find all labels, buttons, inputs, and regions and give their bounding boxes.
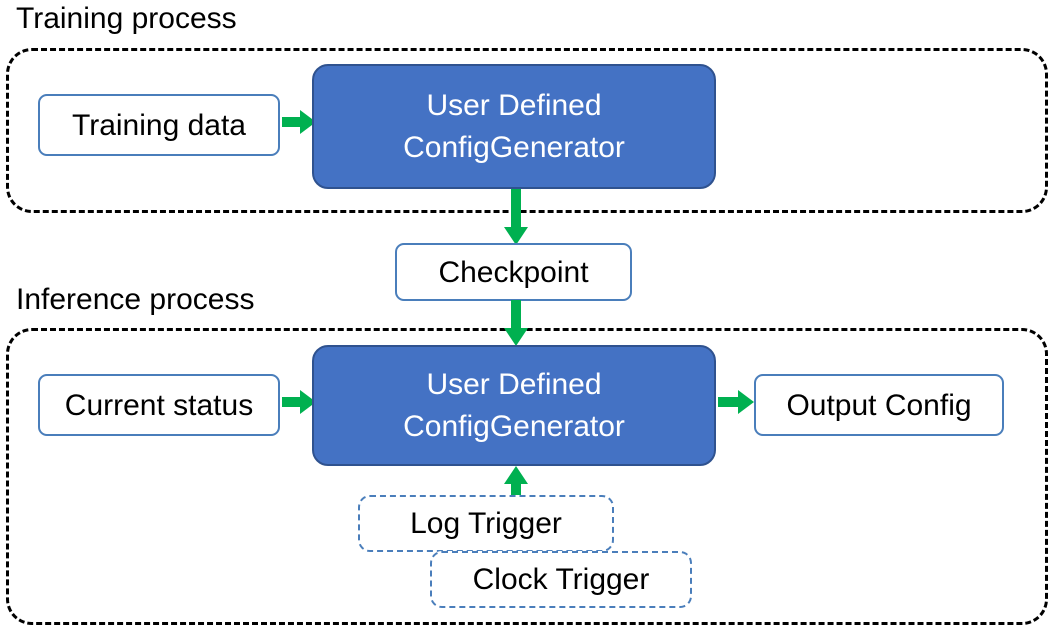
arrow-training-data-to-generator	[282, 110, 316, 134]
arrow-generator-to-checkpoint	[504, 189, 528, 245]
node-training-data[interactable]: Training data	[38, 94, 280, 156]
node-inference-config-generator[interactable]: User Defined ConfigGenerator	[312, 345, 716, 466]
arrow-checkpoint-to-inference-generator	[504, 300, 528, 346]
arrow-current-status-to-generator	[282, 390, 316, 414]
generator-line-1: User Defined	[426, 367, 602, 401]
inference-process-label: Inference process	[16, 283, 255, 316]
node-checkpoint[interactable]: Checkpoint	[395, 243, 632, 301]
arrow-triggers-to-generator	[504, 466, 528, 498]
generator-line-1: User Defined	[426, 88, 602, 122]
node-clock-trigger[interactable]: Clock Trigger	[430, 551, 692, 608]
node-log-trigger[interactable]: Log Trigger	[358, 495, 614, 552]
node-output-config[interactable]: Output Config	[754, 374, 1004, 436]
node-training-config-generator[interactable]: User Defined ConfigGenerator	[312, 64, 716, 189]
node-current-status[interactable]: Current status	[38, 374, 280, 436]
generator-line-2: ConfigGenerator	[403, 409, 625, 443]
training-process-container	[6, 48, 1048, 213]
training-process-label: Training process	[16, 2, 237, 35]
arrow-generator-to-output-config	[718, 390, 754, 414]
generator-line-2: ConfigGenerator	[403, 130, 625, 164]
